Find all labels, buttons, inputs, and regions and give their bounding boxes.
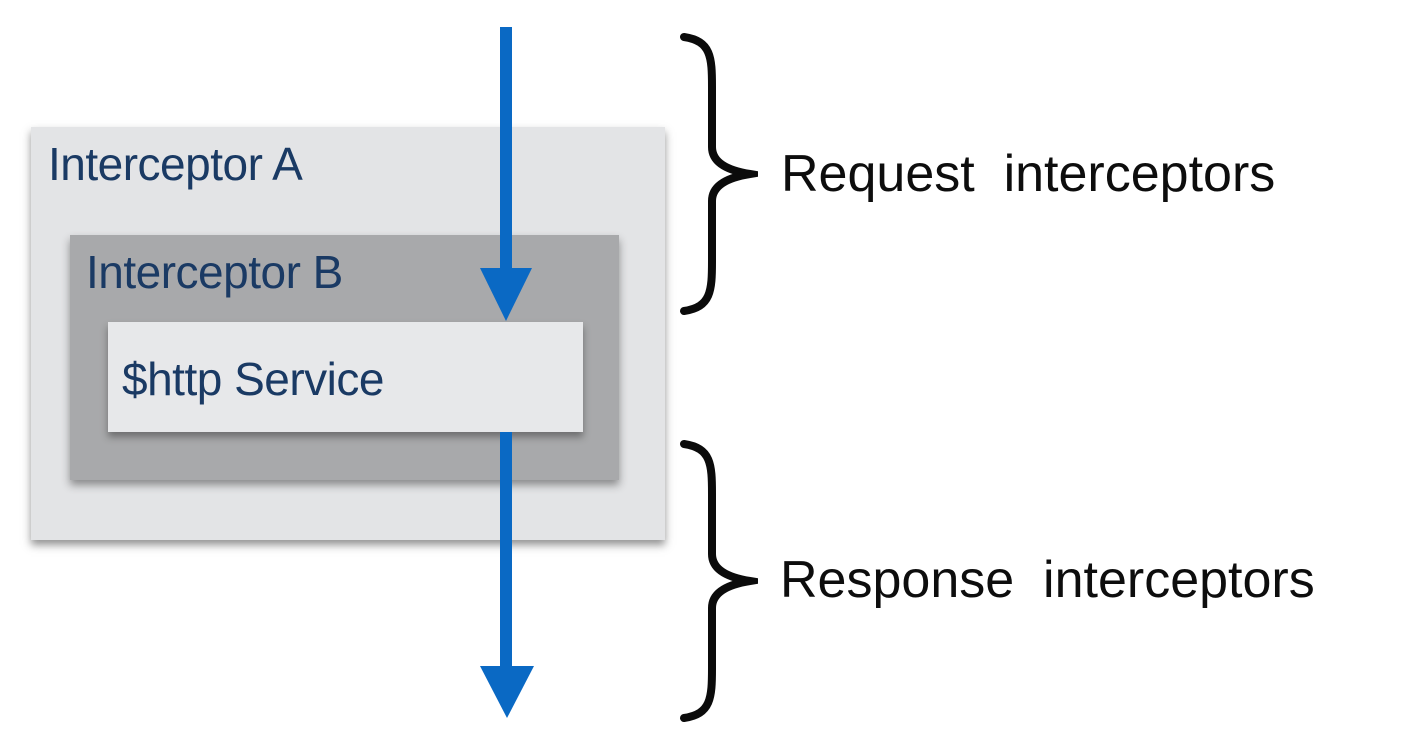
curly-brace-icon bbox=[680, 440, 758, 722]
http-service-label: $http Service bbox=[122, 353, 384, 405]
request-interceptors-label: Request interceptors bbox=[781, 145, 1276, 203]
interceptor-b-label: Interceptor B bbox=[86, 246, 343, 298]
response-interceptors-label: Response interceptors bbox=[780, 551, 1315, 609]
http-service-box: $http Service bbox=[108, 322, 583, 432]
curly-brace-icon bbox=[680, 33, 758, 315]
interceptor-a-box: Interceptor A Interceptor B $http Servic… bbox=[31, 127, 665, 540]
interceptor-b-box: Interceptor B $http Service bbox=[70, 235, 619, 480]
interceptor-a-label: Interceptor A bbox=[48, 138, 303, 190]
